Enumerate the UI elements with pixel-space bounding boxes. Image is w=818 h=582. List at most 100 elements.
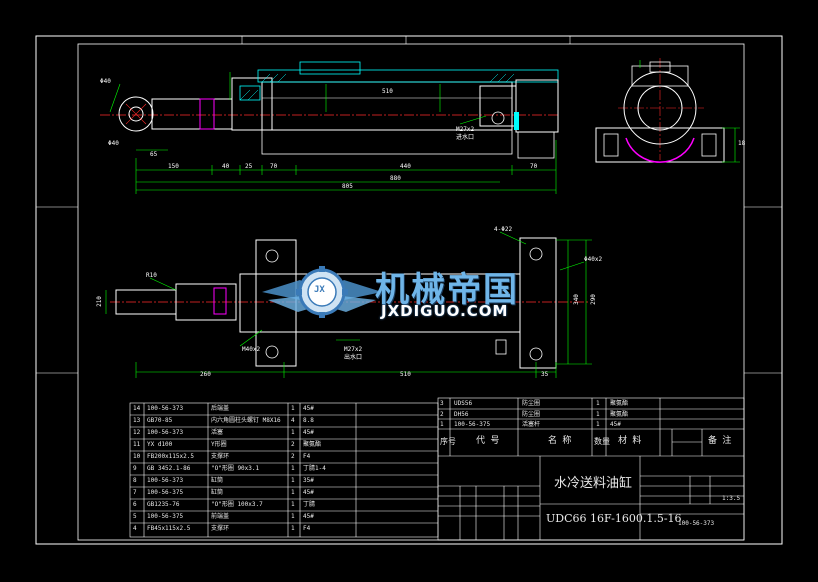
header-code: 代 号	[476, 436, 500, 446]
dim-150: 150	[168, 163, 179, 170]
parts-cell-name: 缸筒	[211, 477, 224, 484]
parts-cell-material: 8.8	[303, 417, 314, 424]
parts-cell-code: YX d100	[147, 441, 173, 448]
dim-65: 65	[150, 151, 158, 158]
parts-cell-qty: 1	[291, 429, 295, 436]
upper-seq-3: 3	[440, 400, 444, 407]
parts-cell-name: "O"形圈 100x3.7	[211, 501, 263, 508]
parts-cell-name: 内六角圆柱头螺钉 M8X16	[211, 417, 281, 424]
parts-cell-material: 聚氨酯	[303, 441, 322, 448]
parts-cell-code: FB45x115x2.5	[147, 525, 191, 532]
zone-ticks	[36, 36, 782, 374]
radius-label: R10	[146, 272, 157, 279]
parts-cell-material: 丁腈1-4	[303, 465, 326, 472]
parts-cell-qty: 2	[291, 441, 295, 448]
upper-code-1: 100-56-375	[454, 421, 491, 428]
rod-dia-label: Φ40	[108, 140, 119, 147]
parts-cell-qty: 1	[291, 525, 295, 532]
bolt-holes: 4-Φ22	[494, 226, 513, 233]
scale: 1:3.5	[722, 495, 741, 502]
parts-list-grid	[129, 402, 439, 538]
parts-cell-name: 活塞	[211, 429, 224, 436]
upper-name-3: 防尘圈	[522, 400, 541, 407]
upper-mat-3: 聚氨酯	[610, 400, 629, 407]
dim-side-18: 18	[738, 140, 746, 147]
parts-cell-material: 45#	[303, 513, 314, 520]
parts-cell-code: 100-56-375	[147, 513, 184, 520]
header-qty: 数量	[594, 437, 610, 446]
parts-cell-qty: 1	[291, 501, 295, 508]
inlet-label: 进水口	[456, 134, 475, 141]
inner-frame	[77, 43, 745, 541]
dim-880: 880	[390, 175, 401, 182]
parts-cell-seq: 4	[133, 525, 137, 532]
parts-cell-material: F4	[303, 453, 311, 460]
parts-cell-seq: 14	[133, 405, 141, 412]
thread-label-1: M27x2	[456, 126, 475, 133]
parts-cell-name: 支撑环	[211, 453, 230, 460]
parts-cell-code: 100-56-375	[147, 489, 184, 496]
parts-cell-seq: 12	[133, 429, 141, 436]
drawing-model: UDC66 16F-1600.1.5-16	[546, 512, 682, 525]
thread-label-3: Φ40x2	[584, 256, 603, 263]
parts-cell-seq: 8	[133, 477, 137, 484]
upper-name-1: 活塞杆	[522, 421, 541, 428]
upper-mat-1: 45#	[610, 421, 621, 428]
parts-cell-material: 45#	[303, 489, 314, 496]
parts-cell-qty: 1	[291, 489, 295, 496]
parts-cell-material: F4	[303, 525, 311, 532]
drawing-no: 100-56-373	[678, 520, 715, 527]
parts-cell-seq: 10	[133, 453, 141, 460]
upper-code-3: UDS56	[454, 400, 473, 407]
upper-name-2: 防尘圈	[522, 411, 541, 418]
parts-cell-code: 100-56-373	[147, 405, 184, 412]
watermark-logo	[262, 266, 382, 318]
parts-cell-code: 100-56-373	[147, 477, 184, 484]
dim-805: 805	[342, 183, 353, 190]
header-name: 名 称	[548, 436, 572, 446]
dim-25: 25	[245, 163, 253, 170]
parts-cell-name: "O"形圈 90x3.1	[211, 465, 260, 472]
thread-label-2: M27x2	[344, 346, 363, 353]
outer-frame	[35, 35, 783, 545]
dim-70b: 70	[530, 163, 538, 170]
parts-cell-seq: 11	[133, 441, 141, 448]
dim-vert-290: 290	[589, 294, 597, 305]
top-view	[100, 61, 560, 194]
dim-510b: 510	[400, 371, 411, 378]
parts-cell-name: 前端盖	[211, 513, 230, 520]
parts-cell-qty: 4	[291, 417, 295, 424]
drawing-title: 水冷送料油缸	[554, 476, 633, 491]
dim-260: 260	[200, 371, 211, 378]
dim-vert-340: 340	[572, 294, 580, 305]
upper-mat-2: 聚氨酯	[610, 411, 629, 418]
upper-code-2: DH56	[454, 411, 469, 418]
parts-cell-name: 支撑环	[211, 525, 230, 532]
upper-seq-1: 1	[440, 421, 444, 428]
watermark-logo-text: JX	[314, 285, 325, 295]
watermark-url: JXDIGUO.COM	[381, 302, 509, 320]
parts-cell-seq: 5	[133, 513, 137, 520]
parts-cell-material: 丁腈	[303, 501, 316, 508]
parts-cell-qty: 1	[291, 513, 295, 520]
bore-label: Φ40	[100, 78, 111, 85]
parts-cell-qty: 1	[291, 477, 295, 484]
header-material: 材 料	[618, 436, 642, 446]
parts-cell-code: GB 3452.1-86	[147, 465, 191, 472]
parts-cell-code: GB70-85	[147, 417, 173, 424]
parts-cell-code: GB1235-76	[147, 501, 180, 508]
header-note: 备 注	[708, 436, 732, 446]
parts-cell-seq: 13	[133, 417, 141, 424]
parts-cell-name: Y形圈	[211, 441, 227, 448]
dim-70: 70	[270, 163, 278, 170]
upper-qty-1: 1	[596, 421, 600, 428]
dim-510: 510	[382, 88, 393, 95]
dim-40: 40	[222, 163, 230, 170]
dim-vert-210: 210	[95, 296, 103, 307]
upper-qty-2: 1	[596, 411, 600, 418]
parts-cell-qty: 1	[291, 465, 295, 472]
parts-cell-material: 35#	[303, 477, 314, 484]
watermark-brand: 机械帝国	[375, 270, 519, 310]
dim-440: 440	[400, 163, 411, 170]
parts-cell-material: 45#	[303, 429, 314, 436]
